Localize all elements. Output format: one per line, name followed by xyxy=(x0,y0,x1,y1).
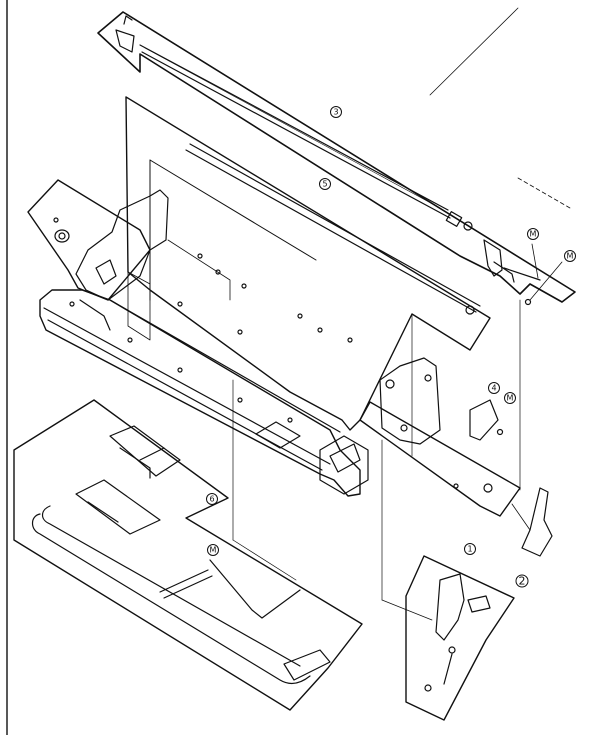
part-1-inset-panel xyxy=(405,555,515,721)
diagonal-stroke xyxy=(429,7,519,96)
callout-6: 6 xyxy=(206,493,218,505)
svg-text:6: 6 xyxy=(209,495,214,504)
svg-text:1: 1 xyxy=(467,545,472,554)
callout-m-right: M xyxy=(564,250,576,262)
svg-text:M: M xyxy=(507,394,514,403)
svg-text:3: 3 xyxy=(333,108,338,117)
svg-text:2: 2 xyxy=(519,575,526,588)
dashed-stroke xyxy=(517,177,571,209)
panel-6-carriage-inset xyxy=(13,399,363,711)
panel-5-main-frame xyxy=(125,96,491,431)
callout-m-bottom: M xyxy=(207,544,219,556)
callout-m-mid: M xyxy=(504,392,516,404)
svg-text:M: M xyxy=(530,230,537,239)
callout-3: 3 xyxy=(330,106,342,118)
leader-lines xyxy=(232,299,521,621)
callout-1: 1 xyxy=(464,543,476,555)
callout-2: 2 xyxy=(515,574,529,588)
svg-text:M: M xyxy=(210,546,217,555)
left-inset-panel xyxy=(27,179,151,301)
callout-4: 4 xyxy=(488,382,500,394)
svg-text:4: 4 xyxy=(491,384,496,393)
callout-m-top: M xyxy=(527,228,539,240)
svg-text:5: 5 xyxy=(322,180,327,189)
callout-5: 5 xyxy=(319,178,331,190)
panel-4-right-group xyxy=(359,399,521,517)
svg-text:M: M xyxy=(567,252,574,261)
part-2-lever xyxy=(511,487,553,557)
callout-group: 3 5 M M 4 M 6 M xyxy=(206,106,576,588)
panel-3-top-rail xyxy=(97,11,576,306)
base-chassis xyxy=(39,189,441,497)
